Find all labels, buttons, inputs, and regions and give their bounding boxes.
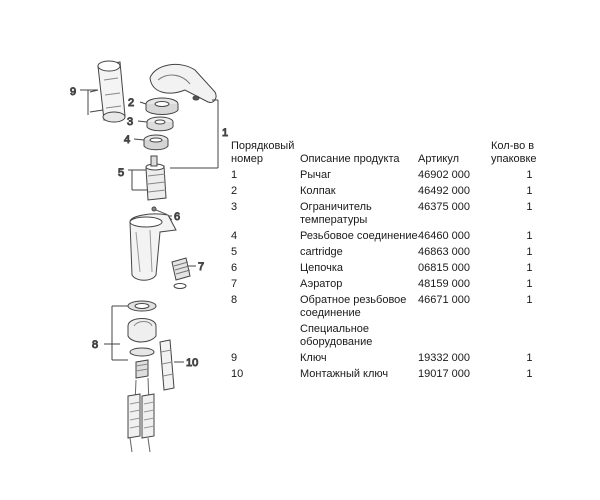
row-quantity: 1: [526, 201, 533, 213]
row-description: Ключ: [300, 352, 327, 364]
row-description: Монтажный ключ: [300, 368, 389, 380]
leader-2: [139, 101, 147, 105]
callout-7: 7: [198, 261, 204, 273]
row-description: Ограничитель температуры: [300, 201, 372, 226]
callout-5: 5: [118, 167, 124, 179]
part-cartridge: [145, 155, 167, 201]
callout-9: 9: [70, 86, 76, 98]
row-number: 7: [231, 278, 238, 290]
part-reverse-threaded-connection: [127, 300, 157, 379]
row-description: Рычаг: [300, 169, 332, 181]
row-quantity: 1: [526, 368, 533, 380]
row-description: Колпак: [300, 185, 336, 197]
callout-3: 3: [127, 116, 133, 128]
row-number: 2: [231, 185, 238, 197]
row-article: 19017 000: [418, 368, 470, 380]
row-description: Цепочка: [300, 262, 343, 274]
row-number: 6: [231, 262, 238, 274]
header-description: Описание продукта: [300, 153, 400, 165]
row-number: 9: [231, 352, 238, 364]
leader-4: [133, 138, 145, 141]
row-article: 06815 000: [418, 262, 470, 274]
row-article: 46671 000: [418, 294, 470, 306]
section-label: Специальное оборудование: [300, 323, 373, 348]
part-threaded-connection: [143, 134, 169, 151]
row-number: 8: [231, 294, 238, 306]
row-article: 46375 000: [418, 201, 470, 213]
row-description: Аэратор: [300, 278, 343, 290]
table-row: 3 Ограничитель температуры 46375 000 1: [231, 201, 537, 230]
row-article: 46863 000: [418, 246, 470, 258]
row-quantity: 1: [526, 262, 533, 274]
part-supply-hoses: [127, 377, 155, 453]
row-quantity: 1: [526, 294, 533, 306]
row-description: cartridge: [300, 246, 343, 258]
row-description: Резьбовое соединение: [300, 230, 418, 242]
table-row: 5 cartridge 46863 000 1: [231, 246, 537, 262]
row-quantity: 1: [526, 352, 533, 364]
table-row: 8 Обратное резьбовое соединение 46671 00…: [231, 294, 537, 323]
row-quantity: 1: [526, 185, 533, 197]
part-aerator: [171, 257, 191, 289]
row-article: 46902 000: [418, 169, 470, 181]
row-article: 46460 000: [418, 230, 470, 242]
part-mounting-key: [159, 339, 175, 391]
part-cap: [145, 97, 179, 115]
part-lever: [149, 63, 217, 103]
callout-10: 10: [186, 357, 198, 369]
section-row: Специальное оборудование: [231, 323, 537, 352]
row-number: 3: [231, 201, 238, 213]
header-article: Артикул: [418, 153, 460, 165]
header-quantity: Кол-во в упаковке: [491, 140, 537, 165]
row-article: 46492 000: [418, 185, 470, 197]
table-row: 7 Аэратор 48159 000 1: [231, 278, 537, 294]
part-key: [89, 60, 126, 123]
table-row: 10 Монтажный ключ 19017 000 1: [231, 368, 537, 384]
part-temperature-limiter: [146, 116, 174, 132]
row-quantity: 1: [526, 230, 533, 242]
row-number: 4: [231, 230, 238, 242]
exploded-parts-diagram: 9 2 3 4 5 1: [70, 60, 229, 453]
callout-4: 4: [124, 134, 130, 146]
callout-8: 8: [92, 339, 98, 351]
part-faucet-body: [129, 213, 177, 281]
row-number: 1: [231, 169, 238, 181]
table-row: 2 Колпак 46492 000 1: [231, 185, 537, 201]
row-quantity: 1: [526, 169, 533, 181]
callout-6: 6: [174, 211, 180, 223]
row-article: 48159 000: [418, 278, 470, 290]
table-row: 4 Резьбовое соединение 46460 000 1: [231, 230, 537, 246]
header-number: Порядковый номер: [231, 140, 295, 165]
table-row: 9 Ключ 19332 000 1: [231, 352, 537, 368]
row-article: 19332 000: [418, 352, 470, 364]
row-number: 5: [231, 246, 238, 258]
row-number: 10: [231, 368, 244, 380]
row-quantity: 1: [526, 246, 533, 258]
callout-2: 2: [128, 97, 134, 109]
callout-1: 1: [222, 127, 228, 139]
table-row: 6 Цепочка 06815 000 1: [231, 262, 537, 278]
row-description: Обратное резьбовое соединение: [300, 294, 407, 319]
table-row: 1 Рычаг 46902 000 1: [231, 169, 537, 185]
parts-table: Порядковый номер Описание продукта Артик…: [231, 140, 537, 384]
table-header-row: Порядковый номер Описание продукта Артик…: [231, 140, 537, 169]
row-quantity: 1: [526, 278, 533, 290]
leader-3: [137, 120, 148, 123]
